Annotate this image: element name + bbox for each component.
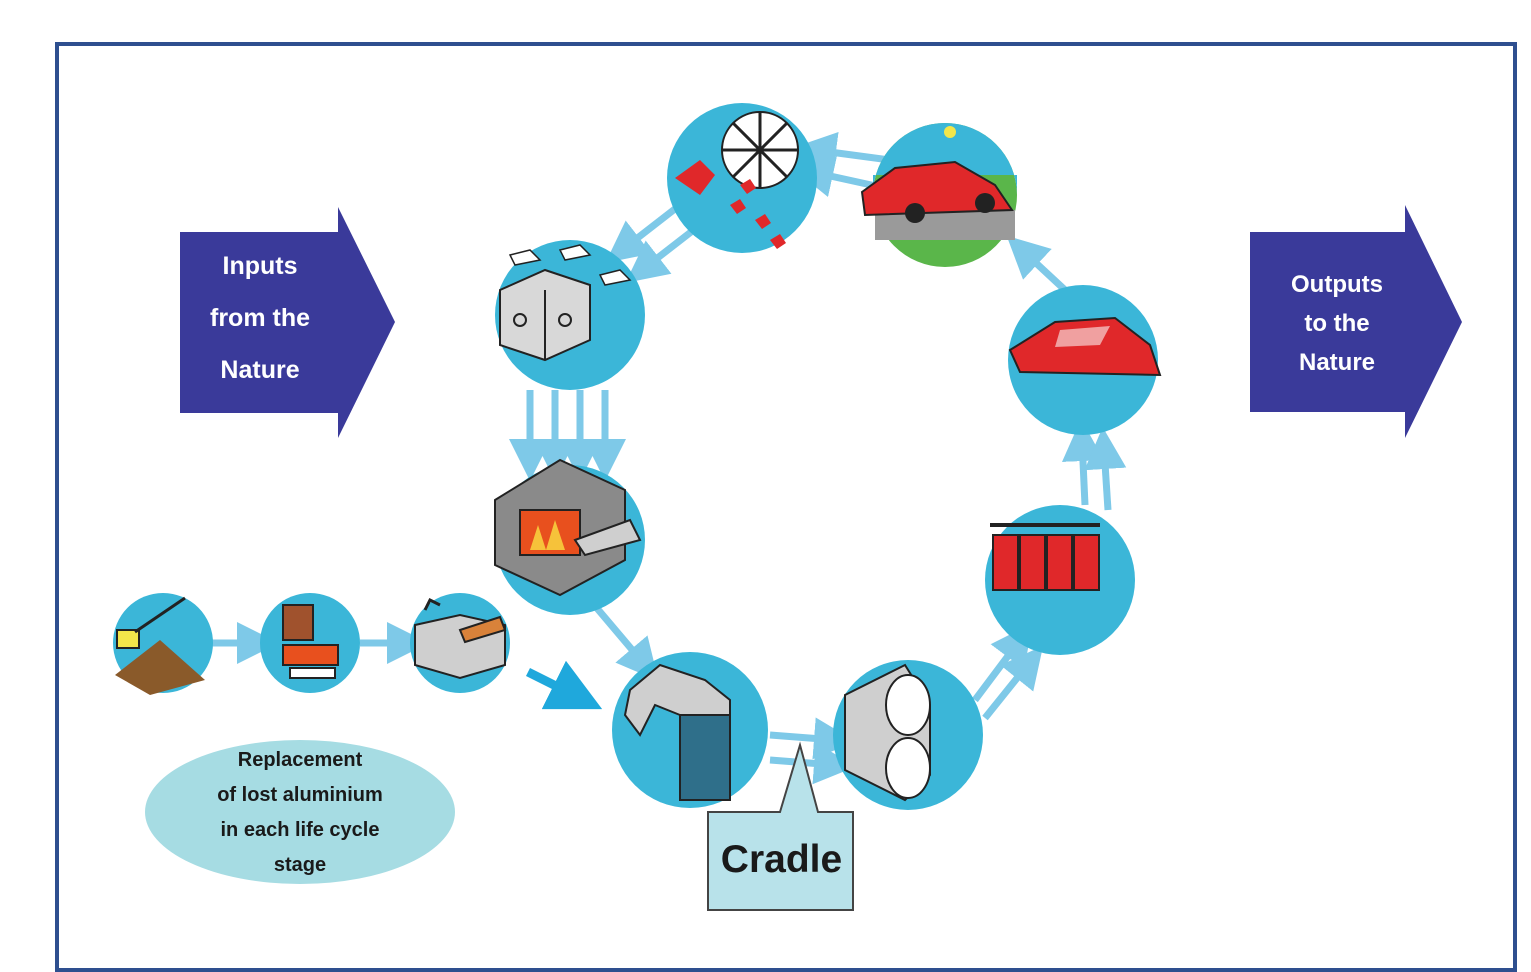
outputs-line-3: Nature bbox=[1298, 349, 1376, 376]
stage-alumina-refining bbox=[260, 593, 360, 693]
stage-scrap-sorting bbox=[495, 240, 645, 390]
rolling-mill-icon bbox=[844, 663, 931, 802]
outputs-line-2: to the bbox=[1304, 310, 1370, 337]
replacement-note-ellipse bbox=[145, 740, 455, 884]
refinery-icon bbox=[282, 604, 339, 679]
furnace-icon bbox=[494, 458, 642, 597]
flow-arrows bbox=[210, 131, 1127, 785]
stage-scrap-shredding bbox=[667, 103, 817, 253]
excavator-icon bbox=[115, 596, 205, 695]
stage-bauxite-mining bbox=[113, 593, 213, 695]
stage-car-in-use bbox=[860, 123, 1017, 267]
replacement-line-1: Replacement bbox=[237, 749, 363, 771]
outputs-arrow-label: Outputs to the Nature bbox=[1262, 265, 1412, 382]
inputs-arrow-label: Inputs from the Nature bbox=[185, 240, 335, 396]
inputs-line-2: from the bbox=[210, 304, 310, 332]
stage-primary-smelting bbox=[410, 593, 510, 693]
replacement-line-4: stage bbox=[273, 854, 327, 876]
car-body-icon bbox=[1008, 316, 1162, 377]
replacement-line-2: of lost aluminium bbox=[217, 784, 383, 806]
red-parts-icon bbox=[990, 523, 1100, 591]
inputs-arrow-shape bbox=[180, 207, 395, 438]
smelter-icon bbox=[414, 597, 507, 680]
scrap-bins-icon bbox=[499, 244, 632, 362]
shredder-icon bbox=[675, 111, 799, 249]
replacement-note-text: Replacement of lost aluminium in each li… bbox=[165, 743, 435, 883]
inputs-line-3: Nature bbox=[220, 356, 300, 384]
outputs-line-1: Outputs bbox=[1291, 271, 1383, 298]
replacement-line-3: in each life cycle bbox=[220, 819, 380, 841]
stage-remelting bbox=[494, 458, 645, 615]
cradle-label: Cradle bbox=[720, 838, 843, 881]
cradle-callout bbox=[707, 741, 854, 911]
inputs-line-1: Inputs bbox=[222, 252, 298, 280]
replacement-arrow bbox=[525, 660, 603, 710]
ingot-casting-icon bbox=[623, 663, 731, 802]
stage-rolling bbox=[833, 660, 983, 810]
stage-component-production bbox=[985, 505, 1135, 655]
car-on-road-icon bbox=[860, 160, 1014, 223]
stage-car-manufacturing bbox=[1008, 285, 1162, 435]
outputs-arrow-shape bbox=[1250, 205, 1462, 438]
stage-casting-cradle bbox=[612, 652, 768, 808]
